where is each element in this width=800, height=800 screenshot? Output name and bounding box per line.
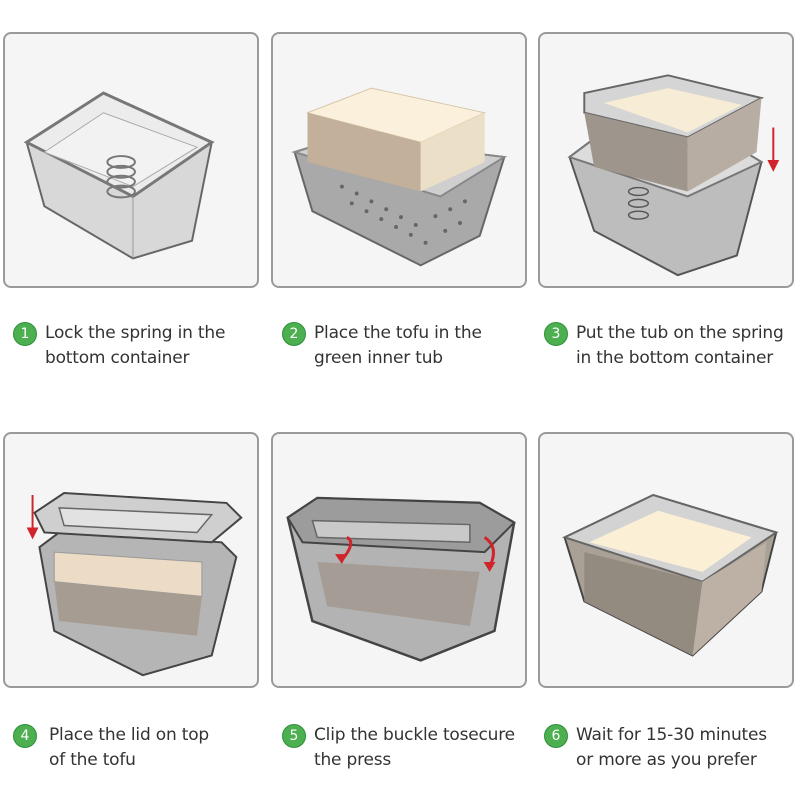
step-6-text-line2: or more as you prefer bbox=[576, 750, 757, 770]
step-3-number-badge: 3 bbox=[544, 322, 568, 346]
step-5-number-badge: 5 bbox=[282, 724, 306, 748]
step-3-caption: 3 Put the tub on the spring in the bottom… bbox=[544, 321, 794, 371]
step-5-text-line2: the press bbox=[314, 750, 392, 770]
lid-lowered-onto-tofu-icon bbox=[26, 492, 243, 677]
step-5-text-line1: Clip the buckle tosecure bbox=[314, 725, 515, 745]
step-3-text-line1: Put the tub on the spring bbox=[576, 323, 784, 343]
step-5-caption: 5 Clip the buckle tosecure the press bbox=[282, 723, 532, 773]
step-6-caption: 6 Wait for 15-30 minutes or more as you p… bbox=[544, 723, 794, 773]
step-4-number-badge: 4 bbox=[13, 724, 37, 748]
step-1-text-line1: Lock the spring in the bbox=[45, 323, 226, 343]
step-2-text-line1: Place the tofu in the bbox=[314, 323, 482, 343]
step-4-illustration bbox=[3, 432, 259, 688]
step-1-illustration bbox=[3, 32, 259, 288]
step-1-caption: 1 Lock the spring in the bottom container bbox=[13, 321, 263, 371]
step-6-text-line1: Wait for 15-30 minutes bbox=[576, 725, 767, 745]
tofu-on-perforated-tub-icon bbox=[291, 87, 508, 267]
step-2-caption: 2 Place the tofu in the green inner tub bbox=[282, 321, 532, 371]
step-6-illustration bbox=[538, 432, 794, 688]
step-3-text-line2: in the bottom container bbox=[576, 348, 774, 368]
step-4-caption: 4 Place the lid on top of the tofu bbox=[13, 723, 263, 773]
step-4-text-line1: Place the lid on top bbox=[49, 725, 209, 745]
container-with-spring-icon bbox=[23, 91, 215, 260]
tub-lowered-into-container-icon bbox=[567, 74, 780, 277]
step-3-illustration bbox=[538, 32, 794, 288]
step-6-number-badge: 6 bbox=[544, 724, 568, 748]
step-1-text-line2: bottom container bbox=[45, 348, 190, 368]
pressed-tofu-in-tub-icon bbox=[561, 493, 779, 657]
step-4-text-line2: of the tofu bbox=[49, 750, 136, 770]
step-2-illustration bbox=[271, 32, 527, 288]
step-2-text-line2: green inner tub bbox=[314, 348, 443, 368]
clipping-buckles-icon bbox=[286, 496, 516, 662]
step-2-number-badge: 2 bbox=[282, 322, 306, 346]
step-5-illustration bbox=[271, 432, 527, 688]
step-1-number-badge: 1 bbox=[13, 322, 37, 346]
